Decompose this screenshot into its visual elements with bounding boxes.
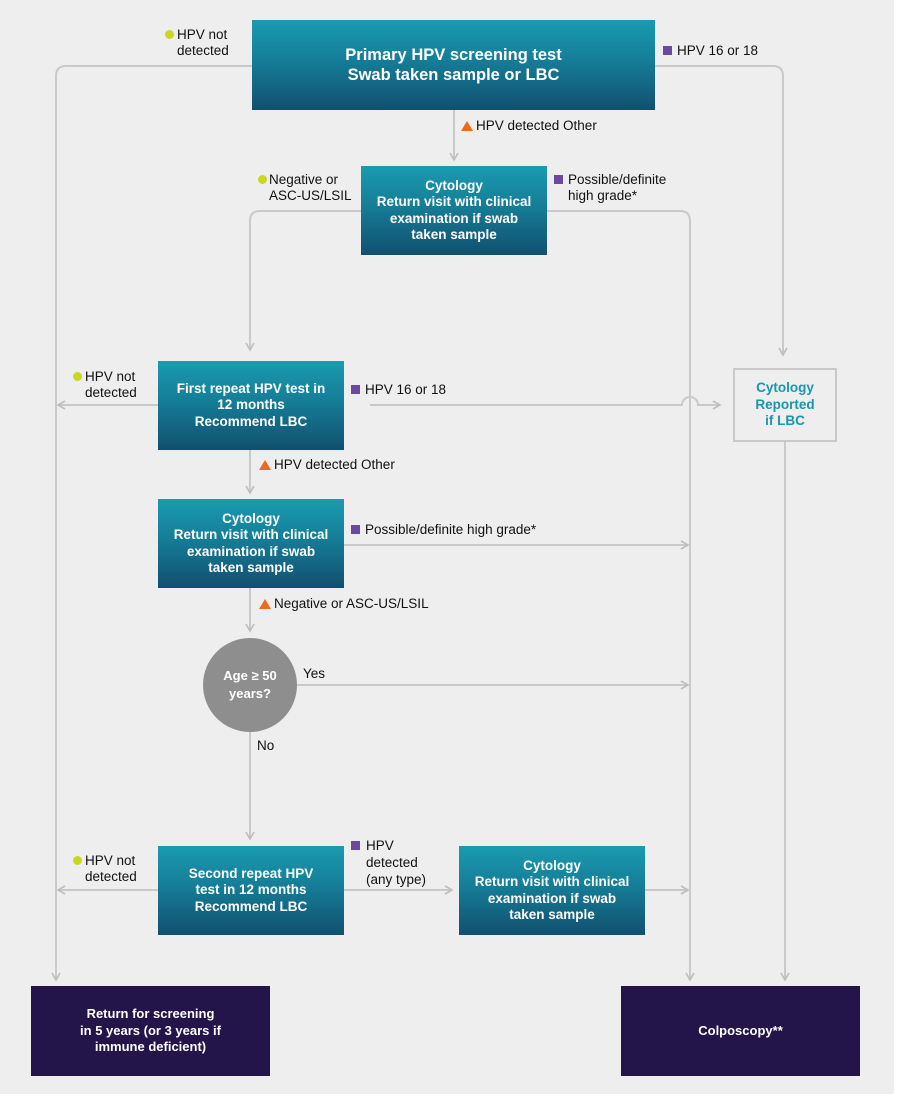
label-line: HPV detected Other bbox=[274, 457, 395, 472]
label-line: Possible/definite high grade* bbox=[365, 522, 537, 537]
connector-first-to-reported bbox=[370, 396, 722, 410]
first-repeat-box-line: 12 months bbox=[217, 397, 285, 413]
label-line: (any type) bbox=[366, 871, 427, 887]
age-decision-circle: Age ≥ 50 years? bbox=[203, 638, 297, 732]
cytology-box-line: taken sample bbox=[509, 906, 595, 922]
label-second-not-detected: HPV not detected bbox=[85, 853, 137, 885]
cytology-box-2: Cytology Return visit with clinical exam… bbox=[158, 499, 344, 588]
orange-triangle-icon bbox=[461, 121, 473, 131]
label-first-not-detected: HPV not detected bbox=[85, 369, 137, 401]
orange-triangle-icon bbox=[259, 599, 271, 609]
reported-box-line: Cytology bbox=[756, 379, 814, 395]
cytology-box-line: Return visit with clinical bbox=[474, 874, 630, 890]
label-line: Possible/definite bbox=[568, 172, 667, 187]
connector-primary-to-return bbox=[51, 65, 252, 982]
label-first-16-18: HPV 16 or 18 bbox=[365, 382, 446, 398]
label-line: HPV not bbox=[177, 27, 228, 42]
label-line: Negative or bbox=[269, 172, 339, 187]
cytology-box-line: examination if swab bbox=[487, 890, 617, 906]
reported-box-line: if LBC bbox=[765, 413, 805, 429]
age-circle-line: years? bbox=[229, 686, 271, 701]
cytology-box-line: taken sample bbox=[411, 226, 497, 242]
first-repeat-hpv-box: First repeat HPV test in 12 months Recom… bbox=[158, 361, 344, 450]
connector-cytology1-to-first-repeat bbox=[245, 210, 361, 352]
label-line: Yes bbox=[303, 666, 326, 681]
label-line: HPV detected Other bbox=[476, 118, 597, 133]
label-first-other: HPV detected Other bbox=[274, 457, 395, 473]
cytology-box-line: Return visit with clinical bbox=[173, 527, 329, 543]
cytology-box-line: Cytology bbox=[523, 857, 581, 873]
label-second-detected: HPV detected (any type) bbox=[366, 838, 426, 889]
first-repeat-box-line: First repeat HPV test in bbox=[176, 380, 326, 396]
second-repeat-box-line: test in 12 months bbox=[195, 882, 307, 898]
purple-square-icon bbox=[351, 841, 360, 850]
label-line: detected bbox=[366, 854, 418, 870]
label-line: detected bbox=[177, 43, 229, 59]
green-dot-icon bbox=[165, 30, 174, 39]
second-repeat-box-line: Second repeat HPV bbox=[188, 865, 314, 881]
cytology-box-line: examination if swab bbox=[186, 543, 316, 559]
label-line: No bbox=[257, 738, 275, 753]
green-dot-icon bbox=[73, 856, 82, 865]
label-line: HPV bbox=[366, 838, 394, 853]
colposcopy-box: Colposcopy** bbox=[621, 986, 860, 1076]
primary-box-line: Primary HPV screening test bbox=[345, 45, 562, 64]
label-line: detected bbox=[85, 869, 137, 885]
green-dot-icon bbox=[73, 372, 82, 381]
cytology-box-line: Cytology bbox=[425, 177, 483, 193]
cytology-box-1: Cytology Return visit with clinical exam… bbox=[361, 166, 547, 255]
label-cytology2-negative: Negative or ASC-US/LSIL bbox=[274, 596, 429, 612]
purple-square-icon bbox=[351, 385, 360, 394]
primary-hpv-test-box: Primary HPV screening test Swab taken sa… bbox=[252, 20, 655, 110]
label-line: HPV 16 or 18 bbox=[365, 382, 447, 397]
label-primary-other: HPV detected Other bbox=[476, 118, 597, 134]
purple-square-icon bbox=[554, 175, 563, 184]
purple-square-icon bbox=[663, 46, 672, 55]
label-line: HPV not bbox=[85, 853, 136, 868]
primary-box-line: Swab taken sample or LBC bbox=[347, 66, 560, 84]
cytology-reported-box: Cytology Reported if LBC bbox=[733, 368, 837, 442]
label-line: high grade* bbox=[568, 188, 638, 204]
age-circle-line: Age ≥ 50 bbox=[223, 668, 277, 684]
label-line: detected bbox=[85, 385, 137, 401]
first-repeat-box-line: Recommend LBC bbox=[194, 413, 308, 429]
label-cytology1-negative: Negative or ASC-US/LSIL bbox=[269, 172, 352, 204]
label-primary-not-detected: HPV not detected bbox=[177, 27, 229, 59]
cytology-box-line: taken sample bbox=[208, 559, 294, 575]
connector-primary-to-reported bbox=[655, 65, 788, 357]
return-box-line: immune deficient) bbox=[94, 1039, 207, 1055]
reported-box-line: Reported bbox=[755, 396, 815, 412]
cytology-box-line: examination if swab bbox=[389, 210, 519, 226]
label-line: HPV not bbox=[85, 369, 136, 384]
orange-triangle-icon bbox=[259, 460, 271, 470]
label-age-yes: Yes bbox=[303, 666, 325, 682]
green-dot-icon bbox=[258, 175, 267, 184]
return-for-screening-box: Return for screening in 5 years (or 3 ye… bbox=[31, 986, 270, 1076]
cytology-box-line: Cytology bbox=[222, 510, 280, 526]
second-repeat-hpv-box: Second repeat HPV test in 12 months Reco… bbox=[158, 846, 344, 935]
label-cytology2-high-grade: Possible/definite high grade* bbox=[365, 522, 536, 538]
purple-square-icon bbox=[351, 525, 360, 534]
label-line: ASC-US/LSIL bbox=[269, 188, 352, 204]
colposcopy-label: Colposcopy** bbox=[698, 1022, 783, 1038]
cytology-box-3: Cytology Return visit with clinical exam… bbox=[459, 846, 645, 935]
second-repeat-box-line: Recommend LBC bbox=[194, 898, 308, 914]
label-age-no: No bbox=[257, 738, 274, 754]
connector-cytology1-to-colposcopy bbox=[547, 210, 695, 982]
label-line: HPV 16 or 18 bbox=[677, 43, 759, 58]
label-primary-16-18: HPV 16 or 18 bbox=[677, 43, 758, 59]
return-box-line: Return for screening bbox=[86, 1005, 215, 1021]
return-box-line: in 5 years (or 3 years if bbox=[80, 1022, 221, 1038]
label-line: Negative or ASC-US/LSIL bbox=[274, 596, 429, 611]
label-cytology1-high-grade: Possible/definite high grade* bbox=[568, 172, 666, 204]
cytology-box-line: Return visit with clinical bbox=[376, 194, 532, 210]
